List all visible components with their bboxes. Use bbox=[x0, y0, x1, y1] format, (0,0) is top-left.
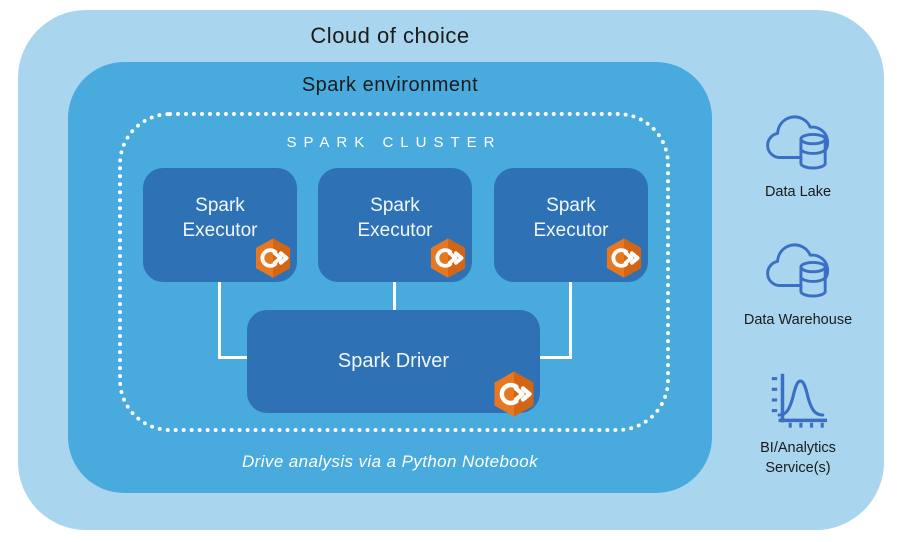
spark-executor-box-2: Spark Executor bbox=[318, 168, 472, 282]
spark-icon bbox=[254, 237, 292, 279]
spark-cluster-dashed-box bbox=[118, 112, 670, 432]
data-warehouse-label: Data Warehouse bbox=[743, 312, 853, 328]
spark-icon bbox=[605, 237, 643, 279]
spark-driver-box: Spark Driver bbox=[247, 310, 540, 413]
spark-executor-label: Spark Executor bbox=[533, 195, 609, 241]
bi-analytics-label: BI/Analytics Service(s) bbox=[760, 440, 836, 476]
cloud-of-choice-title: Cloud of choice bbox=[310, 23, 470, 48]
data-lake-label: Data Lake bbox=[764, 184, 832, 200]
data-lake-item: Data Lake bbox=[712, 108, 884, 202]
spark-icon bbox=[429, 237, 467, 279]
cloud-services-panel: Data Lake Data Warehouse BI/Analytics Se… bbox=[712, 10, 884, 530]
spark-cluster-title: SPARK CLUSTER bbox=[286, 134, 502, 151]
connector-executor3-horizontal bbox=[540, 356, 572, 359]
spark-executor-label: Spark Executor bbox=[182, 195, 258, 241]
spark-driver-label: Spark Driver bbox=[337, 350, 450, 372]
notebook-caption: Drive analysis via a Python Notebook bbox=[242, 452, 538, 471]
connector-executor1-vertical bbox=[218, 282, 221, 359]
data-warehouse-item: Data Warehouse bbox=[712, 236, 884, 330]
data-lake-icon bbox=[766, 115, 830, 170]
spark-executor-box-3: Spark Executor bbox=[494, 168, 648, 282]
connector-executor3-vertical bbox=[569, 282, 572, 359]
bi-analytics-item: BI/Analytics Service(s) bbox=[712, 368, 884, 478]
spark-executor-label: Spark Executor bbox=[357, 195, 433, 241]
spark-environment-title: Spark environment bbox=[301, 74, 479, 96]
connector-executor1-horizontal bbox=[218, 356, 248, 359]
spark-executor-box-1: Spark Executor bbox=[143, 168, 297, 282]
data-warehouse-icon bbox=[766, 243, 830, 298]
bi-analytics-icon bbox=[770, 372, 829, 430]
spark-icon bbox=[490, 370, 538, 418]
connector-executor2-vertical bbox=[393, 282, 396, 311]
